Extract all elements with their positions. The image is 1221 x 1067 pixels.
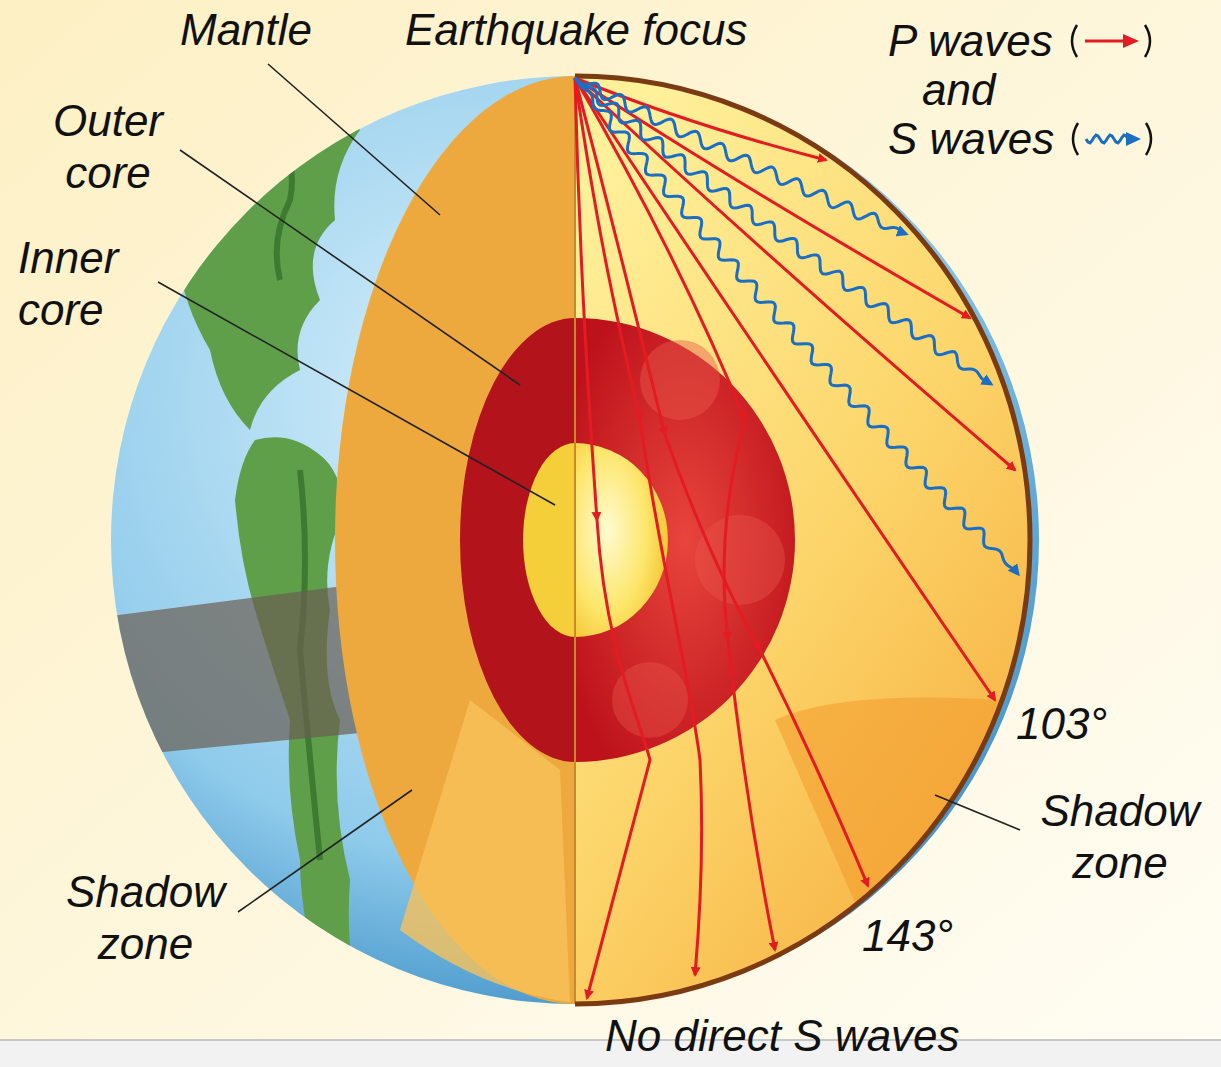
layer-label: Inner core (18, 232, 158, 336)
zone-label: Shadow zone (1025, 785, 1215, 889)
s-wave-ray (575, 78, 906, 234)
note-label: No direct S waves (605, 1010, 960, 1062)
legend-text: P waves (888, 16, 1053, 66)
focus-label: Earthquake focus (405, 4, 747, 56)
legend-row: P waves (888, 16, 1157, 66)
angle-label: 143° (862, 910, 953, 962)
legend-sample (1065, 19, 1157, 63)
angle-label: 103° (1016, 698, 1107, 750)
layer-label: Outer core (33, 95, 183, 199)
legend-text: S waves (888, 114, 1054, 164)
layer-label: Mantle (180, 4, 312, 56)
zone-label: Shadow zone (48, 866, 243, 970)
legend-row: S waves (888, 114, 1158, 164)
legend-sample (1066, 117, 1158, 161)
legend-joiner: and (922, 64, 995, 116)
